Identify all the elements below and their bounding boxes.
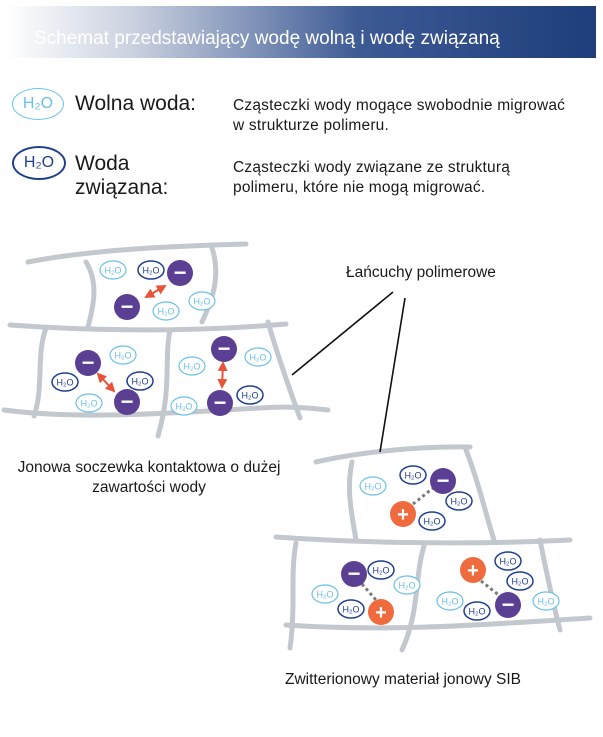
water-label: H₂O xyxy=(184,362,201,372)
free-water-molecule: H₂O xyxy=(170,396,198,416)
free-water-term: Wolna woda: xyxy=(75,92,197,115)
right-polymer-network xyxy=(273,444,593,653)
left-polymer-network xyxy=(1,241,331,439)
free-water-molecule: H₂O xyxy=(311,584,339,604)
cations: + + + xyxy=(368,501,486,625)
bound-water-molecule: H₂O xyxy=(445,491,473,511)
water-label: H₂O xyxy=(132,377,149,387)
bound-water-molecule: H₂O xyxy=(418,511,446,531)
header-banner: Schemat przedstawiający wodę wolną i wod… xyxy=(6,6,596,58)
water-label: H₂O xyxy=(469,607,486,617)
anion: − xyxy=(167,260,193,286)
water-label: H₂O xyxy=(343,605,360,615)
water-label: H₂O xyxy=(405,471,422,481)
water-label: H₂O xyxy=(115,351,132,361)
free-water-molecule: H₂O xyxy=(244,347,272,367)
water-label: H₂O xyxy=(424,517,441,527)
plus-sign: + xyxy=(375,602,387,624)
water-label: H₂O xyxy=(365,482,382,492)
bound-water-molecule: H₂O xyxy=(337,599,365,619)
water-label: H₂O xyxy=(399,581,416,591)
water-label: H₂O xyxy=(500,557,517,567)
minus-sign: − xyxy=(174,260,187,285)
bound-water-molecule: H₂O xyxy=(399,465,427,485)
callout-lines xyxy=(291,291,406,453)
bound-water-molecule: H₂O xyxy=(506,571,534,591)
bound-water-molecules: H₂O H₂O H₂O H₂O H₂O H₂O H₂O H₂O H₂O H₂O … xyxy=(51,260,534,621)
caption-sib-material: Zwitterionowy materiał jonowy SIB xyxy=(284,671,522,688)
free-water-molecules: H₂O H₂O H₂O H₂O H₂O H₂O H₂O H₂O H₂O H₂O … xyxy=(75,260,560,611)
bound-water-term: Woda związana: xyxy=(75,152,169,199)
water-label: H₂O xyxy=(538,597,555,607)
minus-sign: − xyxy=(218,336,231,361)
free-water-molecule: H₂O xyxy=(359,476,387,496)
anion: − xyxy=(114,294,140,320)
bound-water-molecule: H₂O xyxy=(236,385,264,405)
anion: − xyxy=(207,390,233,416)
minus-sign: − xyxy=(348,561,361,586)
minus-sign: − xyxy=(121,294,134,319)
free-water-molecule: H₂O xyxy=(532,591,560,611)
free-water-molecule: H₂O xyxy=(188,291,216,311)
water-label: H₂O xyxy=(242,391,259,401)
free-water-molecule: H₂O xyxy=(178,356,206,376)
caption-high-water-lens: Jonowa soczewka kontaktowa o dużej zawar… xyxy=(17,459,281,496)
anions: − − − − − − − − − xyxy=(75,260,521,618)
water-label: H₂O xyxy=(451,497,468,507)
free-water-molecule: H₂O xyxy=(99,260,127,280)
free-water-molecule: H₂O xyxy=(152,301,180,321)
plus-sign: + xyxy=(467,560,479,582)
cation: + xyxy=(460,557,486,583)
water-label: H₂O xyxy=(373,566,390,576)
bound-water-description: Cząsteczki wody związane ze strukturą po… xyxy=(233,159,511,196)
minus-sign: − xyxy=(214,390,227,415)
bound-water-symbol: H₂O xyxy=(12,146,66,180)
page-title: Schemat przedstawiający wodę wolną i wod… xyxy=(34,28,500,49)
free-water-molecule: H₂O xyxy=(75,393,103,413)
anion: − xyxy=(211,336,237,362)
free-water-symbol: H₂O xyxy=(12,88,64,120)
free-water-molecule: H₂O xyxy=(393,575,421,595)
bound-water-molecule: H₂O xyxy=(126,371,154,391)
water-label: H₂O xyxy=(81,399,98,409)
free-water-description: Cząsteczki wody mogące swobodnie migrowa… xyxy=(233,97,566,134)
water-label: H₂O xyxy=(57,378,74,388)
anion: − xyxy=(430,468,456,494)
water-label: H₂O xyxy=(317,590,334,600)
free-water-molecule: H₂O xyxy=(109,345,137,365)
anion: − xyxy=(75,350,101,376)
cation: + xyxy=(390,501,416,527)
water-label: H₂O xyxy=(250,353,267,363)
minus-sign: − xyxy=(502,592,515,617)
repulsion-arrows xyxy=(96,284,228,393)
cation: + xyxy=(368,599,394,625)
water-label: H₂O xyxy=(105,266,122,276)
water-label: H₂O xyxy=(143,266,160,276)
water-label: H₂O xyxy=(176,402,193,412)
minus-sign: − xyxy=(82,350,95,375)
bound-water-molecule: H₂O xyxy=(367,560,395,580)
water-label: H₂O xyxy=(158,307,175,317)
bound-water-molecule: H₂O xyxy=(494,551,522,571)
free-water-molecule: H₂O xyxy=(436,591,464,611)
plus-sign: + xyxy=(397,504,409,526)
bound-water-molecule: H₂O xyxy=(137,260,165,280)
polymer-chains-label: Łańcuchy polimerowe xyxy=(346,264,496,281)
anion: − xyxy=(114,389,140,415)
water-label: H₂O xyxy=(512,577,529,587)
bound-water-molecule: H₂O xyxy=(51,372,79,392)
minus-sign: − xyxy=(437,468,450,493)
anion: − xyxy=(341,561,367,587)
minus-sign: − xyxy=(121,389,134,414)
bound-water-molecule: H₂O xyxy=(463,601,491,621)
water-label: H₂O xyxy=(442,597,459,607)
water-label: H₂O xyxy=(194,297,211,307)
anion: − xyxy=(495,592,521,618)
